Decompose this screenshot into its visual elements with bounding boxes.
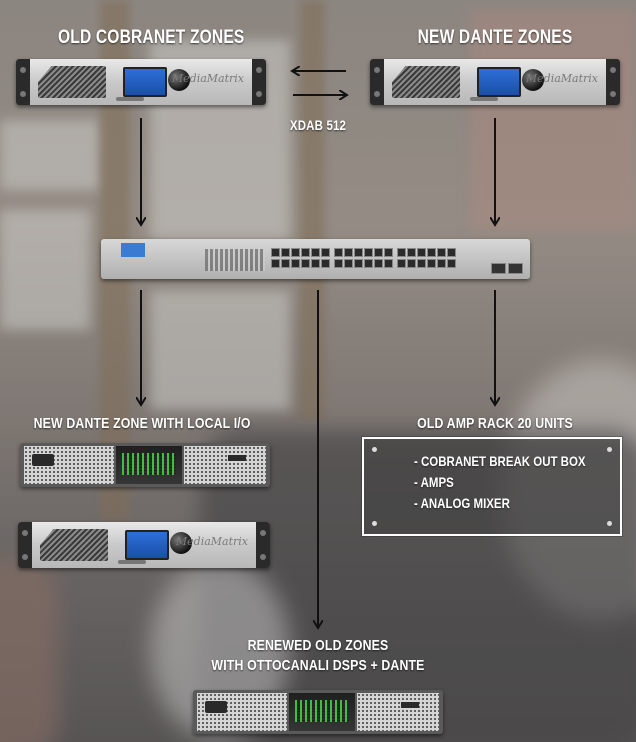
powersoft-logo-icon: [205, 701, 227, 713]
mediamatrix-dsp-unit-cobranet: MediaMatrix: [16, 59, 266, 105]
label-xdab: XDAB 512: [289, 117, 347, 133]
old-amp-rack-box: - COBRANET BREAK OUT BOX - AMPS - ANALOG…: [362, 437, 622, 536]
mediamatrix-dsp-unit-dante: MediaMatrix: [370, 59, 620, 105]
label-new-dante-zone-local-io: NEW DANTE ZONE WITH LOCAL I/O: [33, 415, 251, 432]
label-new-dante-zones: NEW DANTE ZONES: [417, 27, 573, 48]
switch-label-icon: [121, 243, 145, 257]
label-renewed-old-zones: RENEWED OLD ZONES: [247, 637, 389, 654]
label-old-cobranet-zones: OLD COBRANET ZONES: [58, 27, 245, 48]
lcd-display-icon: [123, 67, 167, 97]
brand-logo: MediaMatrix: [525, 72, 598, 85]
rack-item-cobranet-box: - COBRANET BREAK OUT BOX: [414, 453, 586, 469]
network-switch-icon: [101, 239, 530, 279]
knob-icon: [522, 69, 544, 91]
level-meter-icon: [122, 453, 176, 475]
powersoft-logo-icon: [32, 454, 54, 466]
lcd-display-icon: [125, 530, 169, 560]
rack-item-amps: - AMPS: [414, 474, 454, 490]
level-meter-icon: [295, 700, 349, 722]
knob-icon: [168, 69, 190, 91]
lcd-display-icon: [477, 67, 521, 97]
mediamatrix-dsp-unit-local-io: MediaMatrix: [18, 522, 270, 568]
rack-item-analog-mixer: - ANALOG MIXER: [414, 495, 510, 511]
knob-icon: [170, 532, 192, 554]
brand-logo: MediaMatrix: [175, 535, 248, 548]
label-old-amp-rack: OLD AMP RACK 20 UNITS: [417, 415, 573, 432]
rack-items-list: - COBRANET BREAK OUT BOX - AMPS - ANALOG…: [414, 451, 623, 514]
label-ottocanali-dante: WITH OTTOCANALI DSPS + DANTE: [211, 657, 425, 674]
ottocanali-amplifier-local-io: [20, 443, 270, 487]
brand-logo: MediaMatrix: [171, 72, 244, 85]
ottocanali-amplifier-renewed: [193, 690, 443, 734]
